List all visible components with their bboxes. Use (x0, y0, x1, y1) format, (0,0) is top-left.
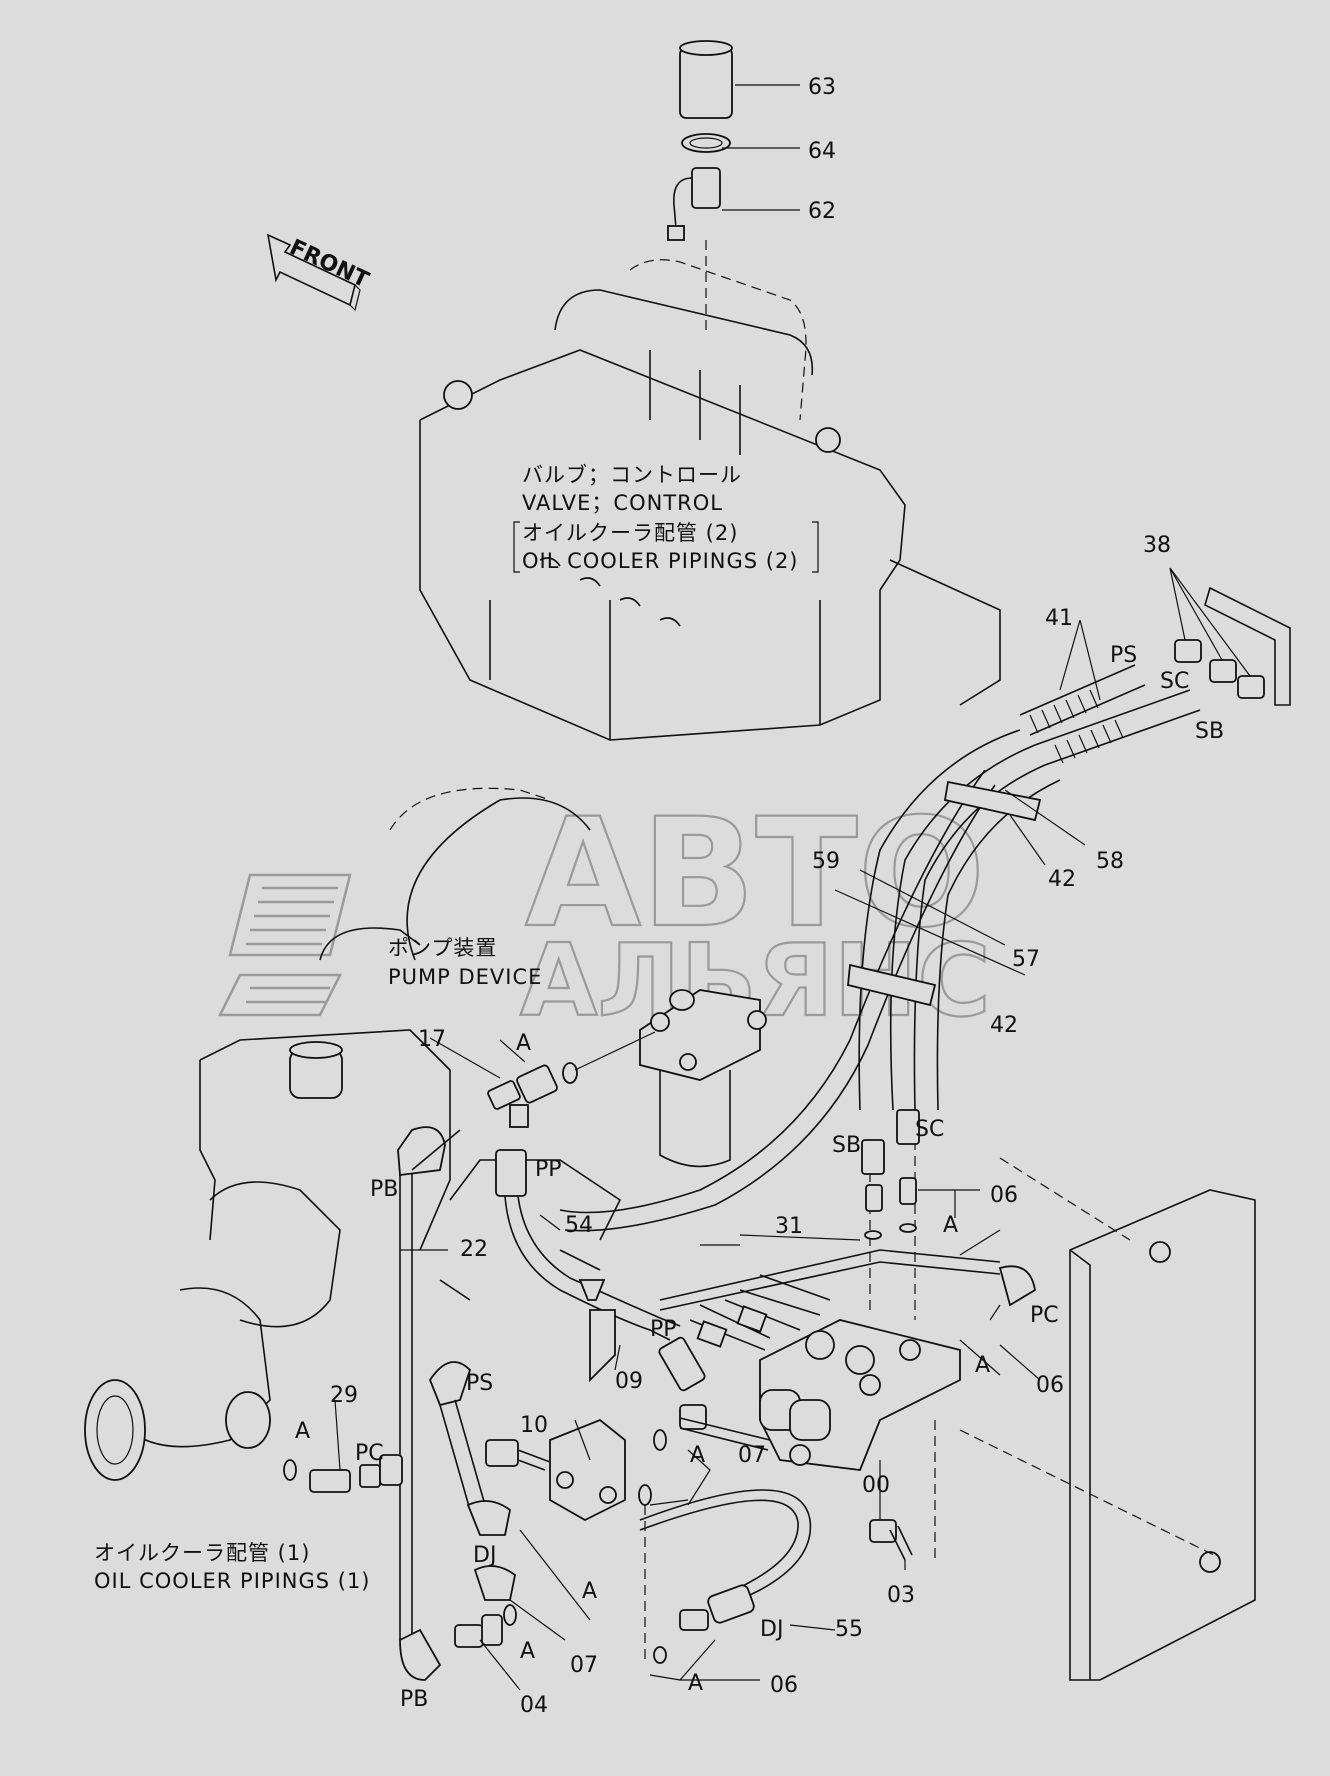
sensor-connector (667, 225, 685, 241)
detail-a-3: A (975, 1353, 990, 1378)
part-04: 04 (520, 1693, 548, 1718)
detail-a-7: A (520, 1639, 535, 1664)
front-arrow: FRONT (266, 233, 373, 312)
pump-device (84, 787, 622, 1481)
pump-label-jp: ポンプ装置 (388, 936, 497, 960)
pipe-22 (397, 1126, 461, 1681)
part-31: 31 (775, 1214, 803, 1239)
part-62: 62 (808, 199, 836, 224)
part-00: 00 (862, 1473, 890, 1498)
fittings-06-upper (861, 1109, 980, 1240)
part-06b: 06 (1036, 1373, 1064, 1398)
upper-bracket (1019, 567, 1291, 766)
part-17: 17 (418, 1027, 446, 1052)
watermark-logo (217, 873, 352, 1017)
fitting-17 (429, 1031, 656, 1128)
detail-a-6: A (582, 1579, 597, 1604)
bolt-03 (869, 1420, 936, 1570)
pilot-hoses (559, 729, 1086, 1232)
watermark-line1: АВТО (525, 787, 985, 961)
port-ps-lower: PS (466, 1371, 493, 1396)
front-arrow-label: FRONT (286, 235, 373, 293)
part-07b: 07 (570, 1653, 598, 1678)
part-64: 64 (808, 139, 836, 164)
port-labels: PS SC SB SB SC PB PP PP PS PC PC DJ DJ P… (355, 643, 1224, 1712)
valve-sub-jp: オイルクーラ配管 (2) (522, 521, 738, 545)
detail-a-1: A (516, 1031, 531, 1056)
part-57: 57 (1012, 947, 1040, 972)
port-pp-lower: PP (650, 1317, 677, 1342)
fittings-29 (283, 1399, 403, 1493)
port-sb-lower: SB (832, 1133, 861, 1158)
clamp-42-upper (943, 780, 1042, 822)
port-dj-left: DJ (473, 1543, 496, 1568)
part-10: 10 (520, 1413, 548, 1438)
port-pb-lower: PB (400, 1687, 428, 1712)
valve-sub-en: OIL COOLER PIPINGS (2) (522, 549, 799, 573)
watermark: АВТО АЛЬЯНС (217, 786, 992, 1040)
port-ps-upper: PS (1110, 643, 1137, 668)
part-29: 29 (330, 1383, 358, 1408)
pressure-sensor-assembly (667, 40, 800, 330)
valve-cap-right (815, 427, 841, 453)
bottom-label-jp: オイルクーラ配管 (1) (94, 1541, 310, 1565)
bottom-label: オイルクーラ配管 (1) OIL COOLER PIPINGS (1) (94, 1541, 371, 1593)
detail-a-2: A (943, 1213, 958, 1238)
part-58: 58 (1096, 849, 1124, 874)
part-06c: 06 (770, 1673, 798, 1698)
part-55: 55 (835, 1617, 863, 1642)
port-sc-upper: SC (1160, 669, 1189, 694)
hose-41 (1019, 664, 1201, 766)
pump-label: ポンプ装置 PUMP DEVICE (388, 936, 542, 989)
pump-label-en: PUMP DEVICE (388, 965, 542, 989)
port-pc-left: PC (355, 1441, 384, 1466)
detail-a-8: A (688, 1671, 703, 1696)
detail-a-markers: A A A A A A A A (295, 1031, 990, 1696)
fitting-38 (1174, 639, 1265, 699)
relief-valve-09 (485, 1279, 771, 1522)
port-pb-upper: PB (370, 1177, 398, 1202)
bottom-label-en: OIL COOLER PIPINGS (1) (94, 1569, 371, 1593)
port-pp-upper: PP (535, 1157, 562, 1182)
part-42b: 42 (990, 1013, 1018, 1038)
valve-label-jp: バルブ；コントロール (522, 463, 742, 487)
part-38: 38 (1143, 533, 1171, 558)
leader-lines (400, 1214, 1041, 1691)
part-41: 41 (1045, 606, 1073, 631)
part-06a: 06 (990, 1183, 1018, 1208)
pipe-55 (639, 1489, 812, 1664)
valve-label-en: VALVE；CONTROL (522, 491, 723, 515)
valve-label: バルブ；コントロール VALVE；CONTROL オイルクーラ配管 (2) OI… (513, 463, 819, 573)
pipe-ps-dj (428, 1361, 517, 1648)
valve-block-00 (689, 1140, 961, 1471)
port-pc-right: PC (1030, 1303, 1059, 1328)
port-dj-right: DJ (760, 1617, 783, 1642)
part-03: 03 (887, 1583, 915, 1608)
port-sb-upper: SB (1195, 719, 1224, 744)
lower-bracket-plate (959, 1157, 1256, 1681)
detail-a-4: A (295, 1419, 310, 1444)
control-valve-block (419, 259, 1001, 741)
band-64 (681, 133, 731, 153)
valve-cap-left (443, 380, 473, 410)
part-numbers: 63 64 62 38 41 58 59 42 57 42 17 22 54 3… (330, 75, 1171, 1718)
part-54: 54 (565, 1213, 593, 1238)
part-07a: 07 (738, 1443, 766, 1468)
cap-63 (679, 47, 733, 119)
pipe-31 (659, 1249, 1036, 1311)
part-09: 09 (615, 1369, 643, 1394)
part-63: 63 (808, 75, 836, 100)
pipe-54 (495, 1149, 706, 1392)
sensor-62 (691, 167, 721, 209)
clamp-42-lower (847, 963, 937, 1007)
part-59: 59 (812, 849, 840, 874)
filter-canister (639, 989, 767, 1168)
detail-a-5: A (690, 1443, 705, 1468)
part-42a: 42 (1048, 867, 1076, 892)
port-sc-lower: SC (915, 1117, 944, 1142)
part-22: 22 (460, 1237, 488, 1262)
